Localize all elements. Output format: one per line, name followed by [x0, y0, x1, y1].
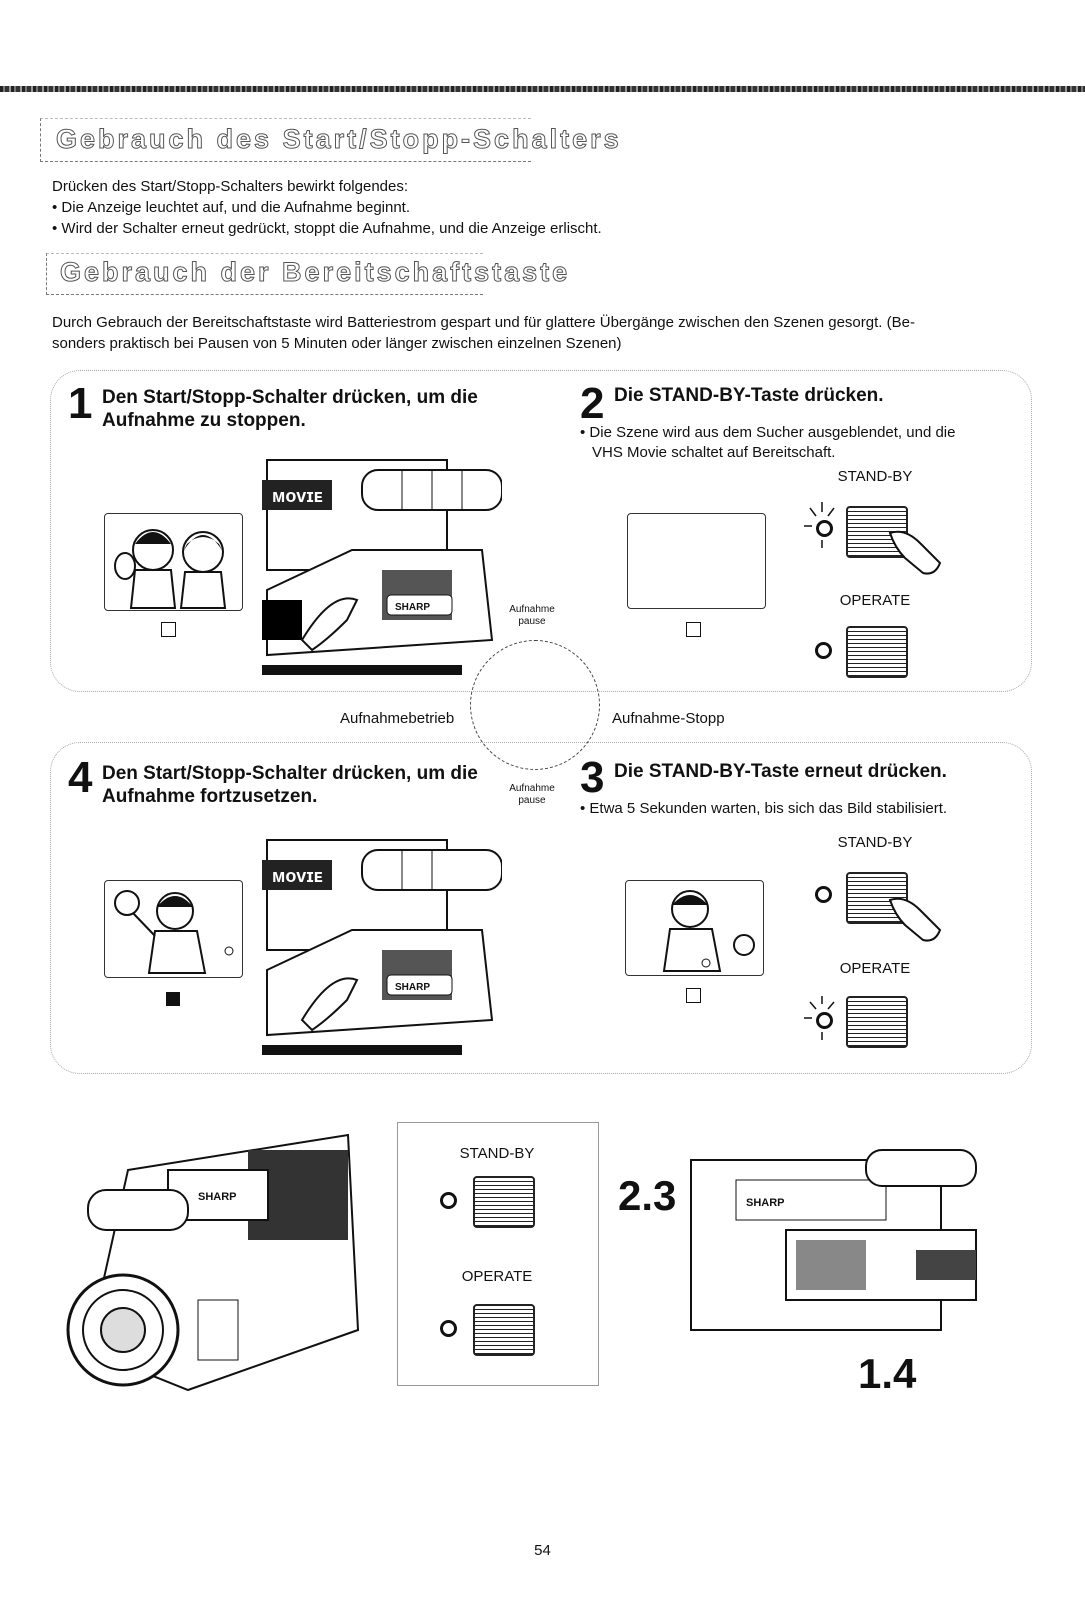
- top-rule: [0, 86, 1085, 92]
- step1-viewfinder: [104, 513, 243, 611]
- pause-label: pause: [518, 795, 546, 806]
- box-operate-button[interactable]: [473, 1304, 535, 1356]
- box-operate-label: OPERATE: [461, 1268, 533, 1285]
- step3-indicator-off: [686, 988, 701, 1003]
- camcorder-closeup-step1: ᴍᴏᴠɪᴇ SHARP: [262, 459, 502, 675]
- step2-standby-label: STAND-BY: [837, 468, 913, 485]
- step2-desc-line2: VHS Movie schaltet auf Bereitschaft.: [592, 444, 836, 461]
- section2-heading: Gebrauch der Bereitschaftstaste: [59, 257, 571, 288]
- step2-viewfinder-blank: [627, 513, 766, 609]
- step3-title: Die STAND-BY-Taste erneut drücken.: [614, 761, 947, 782]
- step2-desc-line1: • Die Szene wird aus dem Sucher ausgeble…: [580, 424, 956, 441]
- step2-standby-led-lit: [816, 520, 833, 537]
- record-indicator-on: [166, 992, 180, 1006]
- aufnahmebetrieb-label: Aufnahmebetrieb: [340, 710, 455, 727]
- step3-operate-button[interactable]: [846, 996, 908, 1048]
- svg-text:SHARP: SHARP: [746, 1197, 785, 1209]
- section1-body: Drücken des Start/Stopp-Schalters bewirk…: [52, 176, 1052, 239]
- step4-title: Den Start/Stopp-Schalter drücken, um die…: [102, 762, 522, 808]
- pause-label: pause: [518, 616, 546, 627]
- box-standby-led: [440, 1192, 457, 1209]
- section2-line-1: Durch Gebrauch der Bereitschaftstaste wi…: [52, 314, 915, 331]
- tennis-player-illustration-2: [662, 890, 755, 972]
- section1-bullet-1: • Die Anzeige leuchtet auf, und die Aufn…: [52, 199, 411, 216]
- pressing-hand-icon: [888, 530, 942, 575]
- step1-title-line1: Den Start/Stopp-Schalter drücken, um die: [102, 387, 478, 408]
- aufnahme-label: Aufnahme: [509, 783, 555, 794]
- step2-operate-led: [815, 642, 832, 659]
- pressing-hand-icon: [888, 897, 942, 942]
- children-illustration: [114, 529, 227, 609]
- step2-number: 2: [580, 379, 605, 428]
- section1-bullet-2: • Wird der Schalter erneut gedrückt, sto…: [52, 220, 602, 237]
- callout-2-3: 2.3: [618, 1172, 677, 1219]
- step1-title-line2: Aufnahme zu stoppen.: [102, 410, 306, 431]
- led-glow-icon: [804, 502, 835, 548]
- record-indicator-off: [161, 622, 176, 637]
- svg-text:ᴍᴏᴠɪᴇ: ᴍᴏᴠɪᴇ: [272, 486, 323, 506]
- step3-desc: • Etwa 5 Sekunden warten, bis sich das B…: [580, 800, 948, 817]
- camcorder-side-view: SHARP: [690, 1149, 977, 1331]
- step4-number: 4: [68, 753, 93, 802]
- step2-desc: • Die Szene wird aus dem Sucher ausgeble…: [580, 423, 1040, 463]
- step3-standby-led: [815, 886, 832, 903]
- box-operate-led: [440, 1320, 457, 1337]
- camcorder-overview: SHARP: [66, 1133, 360, 1392]
- step3-number: 3: [580, 753, 605, 802]
- callout-1-4: 1.4: [858, 1350, 917, 1397]
- step1-title: Den Start/Stopp-Schalter drücken, um die…: [102, 386, 522, 432]
- svg-text:ᴍᴏᴠɪᴇ: ᴍᴏᴠɪᴇ: [272, 866, 323, 886]
- step3-operate-label: OPERATE: [839, 960, 911, 977]
- section2-line-2: sonders praktisch bei Pausen von 5 Minut…: [52, 335, 622, 352]
- aufnahme-pause-label-top: Aufnahme pause: [502, 604, 562, 628]
- tennis-player-illustration: [114, 890, 234, 974]
- aufnahme-stopp-label: Aufnahme-Stopp: [612, 710, 725, 727]
- step2-indicator-off: [686, 622, 701, 637]
- box-standby-label: STAND-BY: [459, 1145, 535, 1162]
- page-number: 54: [534, 1542, 551, 1559]
- box-standby-button[interactable]: [473, 1176, 535, 1228]
- section1-heading-frame: [40, 118, 531, 162]
- svg-text:SHARP: SHARP: [395, 602, 430, 613]
- svg-text:SHARP: SHARP: [198, 1191, 237, 1203]
- button-box: [397, 1122, 599, 1386]
- step4-title-line1: Den Start/Stopp-Schalter drücken, um die: [102, 763, 478, 784]
- led-glow-icon: [804, 996, 835, 1040]
- section2-body: Durch Gebrauch der Bereitschaftstaste wi…: [52, 312, 1062, 354]
- section1-intro: Drücken des Start/Stopp-Schalters bewirk…: [52, 178, 409, 195]
- step4-viewfinder: [104, 880, 243, 978]
- camcorder-closeup-step4: ᴍᴏᴠɪᴇ SHARP: [262, 839, 502, 1055]
- svg-text:SHARP: SHARP: [395, 982, 430, 993]
- section1-heading: Gebrauch des Start/Stopp-Schalters: [56, 124, 622, 155]
- mode-cycle-circle: [470, 640, 600, 770]
- step1-number: 1: [68, 379, 93, 428]
- step2-operate-label: OPERATE: [839, 592, 911, 609]
- step4-title-line2: Aufnahme fortzusetzen.: [102, 786, 318, 807]
- aufnahme-label: Aufnahme: [509, 604, 555, 615]
- section2-heading-frame: [46, 253, 483, 295]
- step3-standby-label: STAND-BY: [837, 834, 913, 851]
- step3-operate-led-lit: [816, 1012, 833, 1029]
- step2-title: Die STAND-BY-Taste drücken.: [614, 385, 884, 406]
- step2-operate-button[interactable]: [846, 626, 908, 678]
- aufnahme-pause-label-bottom: Aufnahme pause: [502, 783, 562, 807]
- step3-viewfinder: [625, 880, 764, 976]
